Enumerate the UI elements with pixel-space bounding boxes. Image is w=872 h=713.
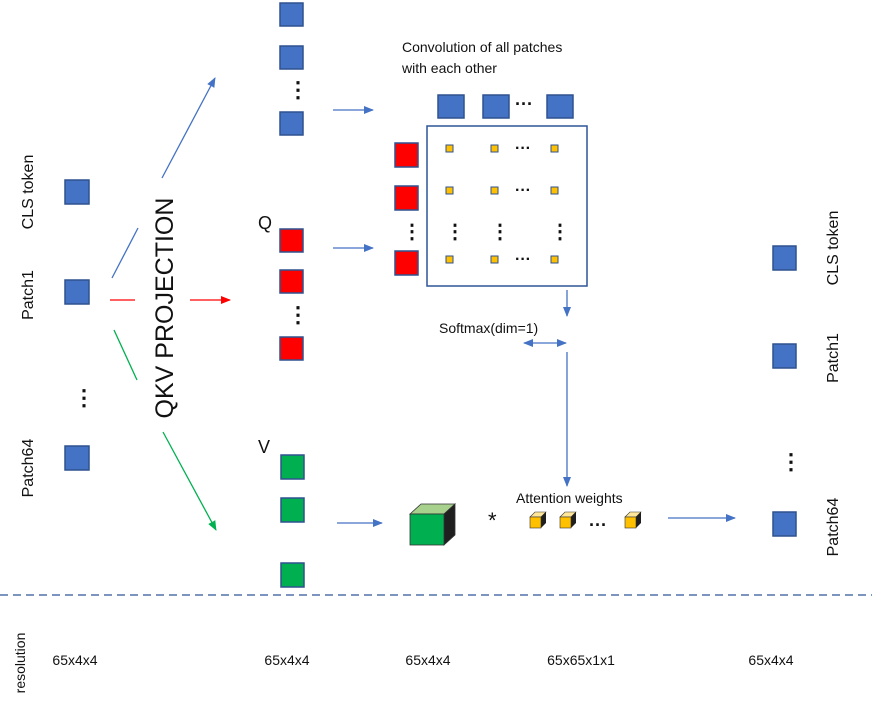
resolution-value: 65x4x4 xyxy=(748,652,793,668)
query-square xyxy=(279,336,304,361)
conv-cell xyxy=(445,255,454,264)
conv-row-ellipsis: ··· xyxy=(515,251,531,268)
input-patch1-square xyxy=(64,279,90,305)
conv-left-query-square xyxy=(394,250,419,276)
softmax-label: Softmax(dim=1) xyxy=(439,320,538,336)
input-patch64-square xyxy=(64,445,90,471)
input-tokens: ⋮ CLS token Patch1 Patch64 xyxy=(20,155,95,498)
conv-top-key-square xyxy=(437,94,465,119)
output-tokens: ⋮ CLS token Patch1 Patch64 xyxy=(772,211,842,557)
conv-cell xyxy=(550,186,559,195)
value-square xyxy=(280,454,305,480)
conv-top-keys: ··· xyxy=(437,94,574,119)
key-ellipsis: ⋮ xyxy=(287,77,309,102)
conv-col-ellipsis: ⋮ xyxy=(490,221,510,243)
input-patch64-label: Patch64 xyxy=(20,439,37,498)
conv-left-query-square xyxy=(394,185,419,211)
query-column: ⋮ xyxy=(279,228,309,361)
arrow-proj-to-k xyxy=(161,77,216,179)
conv-col-ellipsis: ⋮ xyxy=(550,221,570,243)
conv-title-line1: Convolution of all patches xyxy=(402,39,562,55)
key-column: ⋮ xyxy=(279,2,309,136)
conv-cell xyxy=(445,186,454,195)
arrow-to-proj-green xyxy=(113,329,138,381)
value-column xyxy=(280,454,305,588)
qkv-projection-label: QKV PROJECTION xyxy=(151,198,179,419)
conv-cell xyxy=(490,186,499,195)
conv-top-key-square xyxy=(482,94,510,119)
conv-cell xyxy=(550,255,559,264)
output-cls-square xyxy=(772,245,797,271)
conv-title-line2: with each other xyxy=(401,60,497,76)
resolution-value: 65x65x1x1 xyxy=(547,652,615,668)
resolution-value: 65x4x4 xyxy=(405,652,450,668)
conv-col-ellipsis: ⋮ xyxy=(445,221,465,243)
conv-cell xyxy=(490,255,499,264)
input-patch1-label: Patch1 xyxy=(20,270,37,320)
attention-weights-label: Attention weights xyxy=(516,490,623,506)
conv-matrix-frame xyxy=(426,125,588,287)
output-patch1-square xyxy=(772,343,797,369)
conv-left-ellipsis: ⋮ xyxy=(402,221,422,243)
arrow-to-proj-blue xyxy=(111,227,139,279)
key-square xyxy=(279,45,304,70)
attention-ellipsis: ··· xyxy=(589,515,607,535)
v-label: V xyxy=(258,437,270,457)
conv-row-ellipsis: ··· xyxy=(515,182,531,199)
attention-weight-block xyxy=(529,511,547,529)
conv-cell xyxy=(445,144,454,153)
resolution-value: 65x4x4 xyxy=(52,652,97,668)
input-cls-label: CLS token xyxy=(20,155,37,230)
attention-weight-block xyxy=(559,511,577,529)
arrow-proj-to-v xyxy=(162,431,217,531)
output-patch64-square xyxy=(772,511,797,537)
key-square xyxy=(279,111,304,136)
query-square xyxy=(279,228,304,253)
conv-row-ellipsis: ··· xyxy=(515,140,531,157)
multiply-sign: * xyxy=(488,508,497,533)
output-ellipsis: ⋮ xyxy=(780,449,802,474)
input-ellipsis: ⋮ xyxy=(73,385,95,410)
output-cls-label: CLS token xyxy=(825,211,842,286)
output-patch1-label: Patch1 xyxy=(825,333,842,383)
conv-top-ellipsis: ··· xyxy=(515,94,533,114)
key-square xyxy=(279,2,304,27)
conv-cell xyxy=(490,144,499,153)
attention-weight-block xyxy=(624,511,642,529)
query-square xyxy=(279,269,304,294)
conv-top-key-square xyxy=(546,94,574,119)
conv-matrix-cells: ··· ··· ⋮ ⋮ ⋮ ··· xyxy=(445,140,570,268)
resolution-value: 65x4x4 xyxy=(264,652,309,668)
resolution-label: resolution xyxy=(12,633,28,694)
value-square xyxy=(280,562,305,588)
conv-left-queries: ⋮ xyxy=(394,142,422,276)
query-ellipsis: ⋮ xyxy=(287,302,309,327)
attention-weight-blocks: ··· xyxy=(529,511,642,535)
value-cube xyxy=(408,503,457,546)
output-patch64-label: Patch64 xyxy=(825,498,842,557)
q-label: Q xyxy=(258,213,272,233)
conv-cell xyxy=(550,144,559,153)
input-cls-square xyxy=(64,179,90,205)
value-square xyxy=(280,497,305,523)
conv-left-query-square xyxy=(394,142,419,168)
